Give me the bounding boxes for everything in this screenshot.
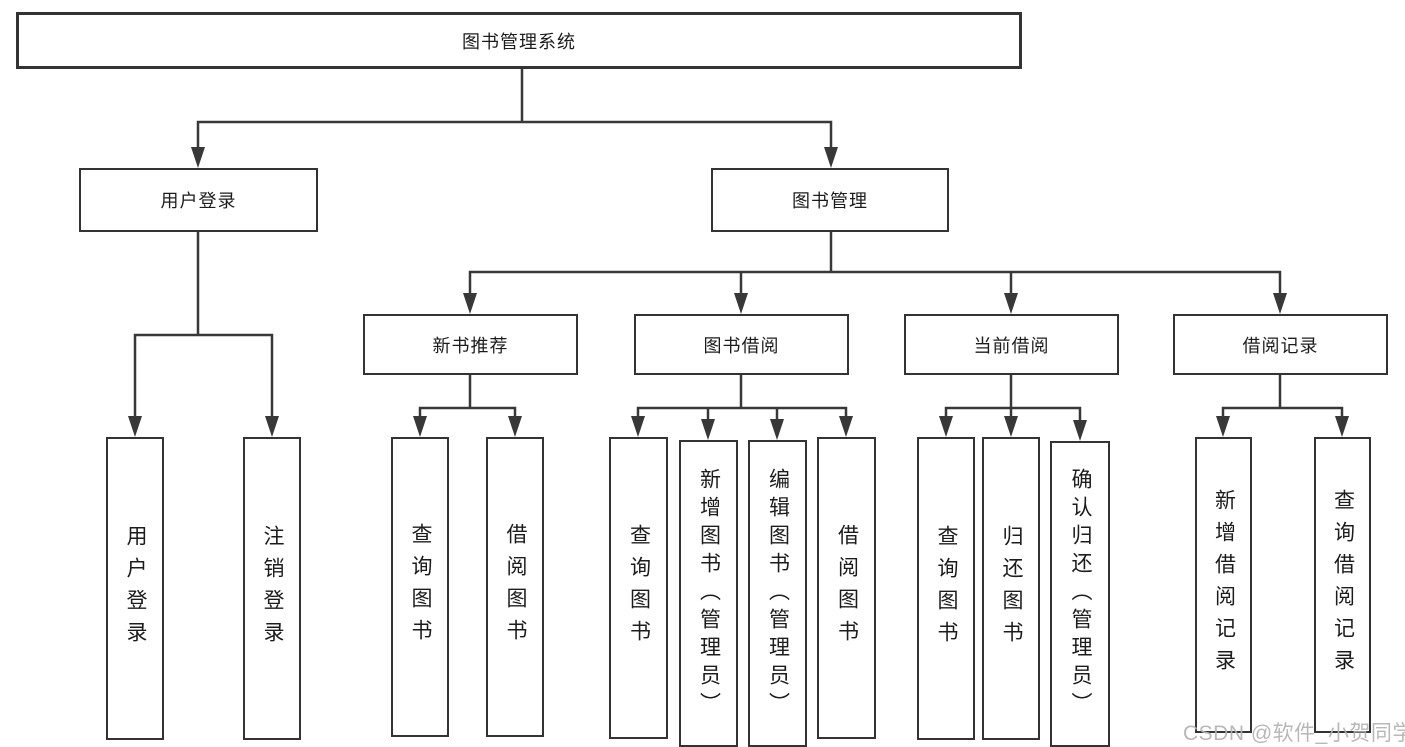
leaf-confirm-return-admin-label: 确认归还（管理员）	[1069, 468, 1092, 720]
arrow-down-icon	[128, 416, 142, 437]
leaf-return-books-label: 归还图书	[1000, 524, 1023, 653]
node-new-book-recommend: 新书推荐	[363, 314, 578, 375]
arrow-down-icon	[734, 293, 748, 314]
arrow-down-icon	[265, 416, 279, 437]
leaf-add-books-admin-label: 新增图书（管理员）	[697, 467, 721, 720]
arrow-down-icon	[1216, 416, 1230, 437]
arrowheads	[128, 147, 1349, 441]
node-book-management-label: 图书管理	[792, 191, 868, 211]
arrow-down-icon	[1004, 293, 1018, 314]
arrow-down-icon	[939, 416, 953, 437]
arrow-down-icon	[770, 419, 784, 440]
leaf-add-borrow-record: 新增借阅记录	[1195, 437, 1252, 733]
node-current-borrowing-label: 当前借阅	[973, 335, 1050, 356]
leaf-user-login-label: 用户登录	[124, 524, 147, 653]
arrow-down-icon	[463, 293, 477, 314]
node-user-login: 用户登录	[79, 168, 318, 232]
node-library-system-label: 图书管理系统	[462, 31, 576, 52]
leaf-query-books-3-label: 查询图书	[935, 524, 958, 653]
node-user-login-label: 用户登录	[160, 191, 237, 211]
arrow-down-icon	[508, 416, 522, 437]
arrow-down-icon	[191, 147, 205, 168]
leaf-add-books-admin: 新增图书（管理员）	[679, 440, 738, 747]
leaf-user-login: 用户登录	[106, 437, 164, 740]
node-borrowing-records-label: 借阅记录	[1242, 335, 1319, 356]
node-borrowing-records: 借阅记录	[1173, 314, 1388, 375]
arrow-down-icon	[631, 416, 645, 437]
node-book-borrowing-label: 图书借阅	[703, 335, 780, 356]
leaf-query-borrow-record: 查询借阅记录	[1314, 437, 1371, 733]
arrow-down-icon	[824, 147, 838, 168]
leaf-confirm-return-admin: 确认归还（管理员）	[1050, 441, 1110, 747]
leaf-edit-books-admin: 编辑图书（管理员）	[748, 440, 807, 747]
leaf-query-books-3: 查询图书	[917, 437, 975, 740]
csdn-watermark: CSDN @软件_小贺同学	[1183, 722, 1405, 745]
leaf-borrow-books-1-label: 借阅图书	[504, 523, 527, 651]
node-library-system: 图书管理系统	[16, 12, 1022, 69]
leaf-add-borrow-record-label: 新增借阅记录	[1212, 489, 1236, 681]
leaf-query-books-2: 查询图书	[609, 437, 668, 739]
leaf-borrow-books-2-label: 借阅图书	[835, 524, 859, 652]
leaf-logout: 注销登录	[243, 437, 301, 740]
node-new-book-recommend-label: 新书推荐	[432, 335, 509, 356]
leaf-query-books-1: 查询图书	[391, 437, 449, 737]
leaf-borrow-books-1: 借阅图书	[486, 437, 544, 737]
leaf-query-books-2-label: 查询图书	[627, 524, 651, 652]
arrow-down-icon	[701, 419, 715, 440]
arrow-down-icon	[1273, 293, 1287, 314]
arrow-down-icon	[839, 416, 853, 437]
node-book-management: 图书管理	[711, 168, 949, 232]
leaf-query-borrow-record-label: 查询借阅记录	[1331, 489, 1355, 681]
arrow-down-icon	[1335, 416, 1349, 437]
leaf-logout-label: 注销登录	[261, 524, 284, 653]
node-book-borrowing: 图书借阅	[634, 314, 849, 375]
arrow-down-icon	[1004, 416, 1018, 437]
leaf-return-books: 归还图书	[982, 437, 1040, 740]
node-current-borrowing: 当前借阅	[904, 314, 1119, 375]
arrow-down-icon	[413, 416, 427, 437]
leaf-borrow-books-2: 借阅图书	[817, 437, 876, 739]
leaf-query-books-1-label: 查询图书	[409, 523, 432, 651]
arrow-down-icon	[1073, 420, 1087, 441]
leaf-edit-books-admin-label: 编辑图书（管理员）	[766, 467, 790, 720]
